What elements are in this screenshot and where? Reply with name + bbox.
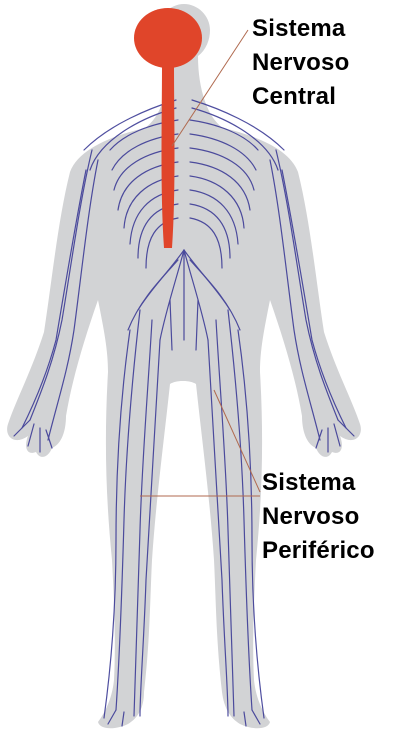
label-central-line2: Nervoso	[252, 46, 349, 80]
label-central-line1: Sistema	[252, 12, 349, 46]
label-central-nervous-system: Sistema Nervoso Central	[252, 12, 349, 114]
label-peripheral-line1: Sistema	[262, 466, 375, 500]
label-central-line3: Central	[252, 80, 349, 114]
label-peripheral-nervous-system: Sistema Nervoso Periférico	[262, 466, 375, 568]
label-peripheral-line3: Periférico	[262, 534, 375, 568]
brain	[134, 8, 202, 68]
spinal-cord	[162, 62, 175, 248]
label-peripheral-line2: Nervoso	[262, 500, 375, 534]
